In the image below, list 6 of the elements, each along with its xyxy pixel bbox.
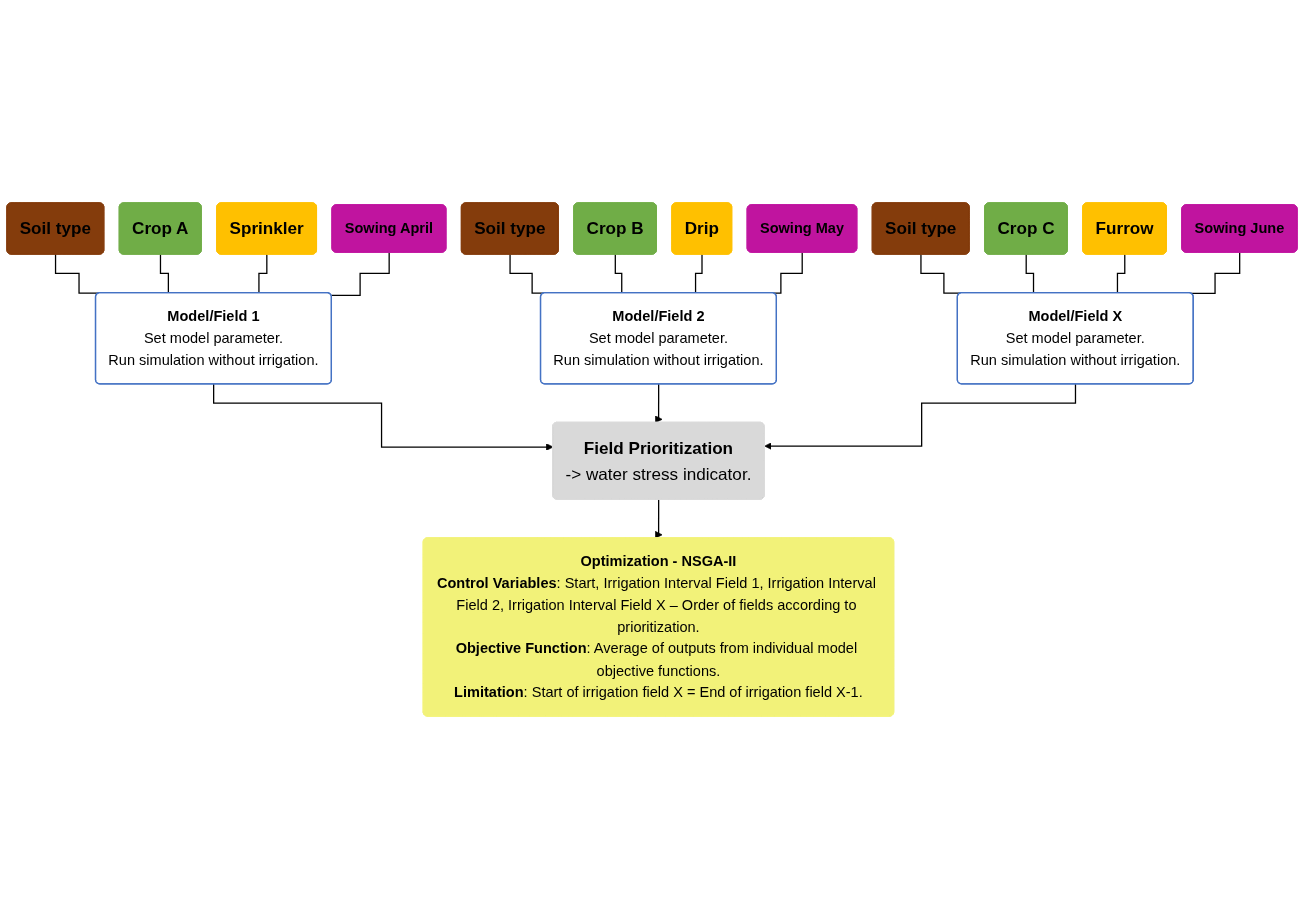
connector — [330, 251, 390, 296]
arrow — [655, 383, 663, 423]
arrow — [655, 498, 663, 539]
connector — [1189, 251, 1241, 294]
arrow — [213, 383, 554, 451]
arrow — [764, 383, 1077, 450]
